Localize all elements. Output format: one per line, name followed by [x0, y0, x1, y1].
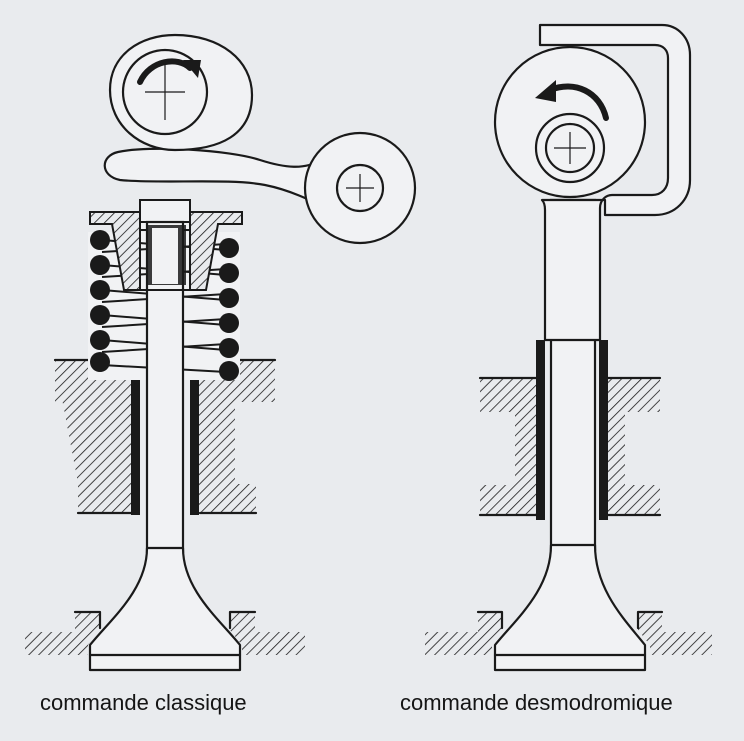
left-valve-guide: [131, 360, 199, 515]
right-cylinder-head: [478, 376, 662, 517]
clockwise-arrow-icon: [137, 58, 201, 85]
classic-valve-assembly: [25, 33, 417, 672]
left-camshaft: [108, 33, 254, 152]
left-valve-head: [88, 546, 242, 672]
right-valve-seat: [425, 610, 712, 655]
desmodromic-stirrup: [538, 23, 692, 342]
right-valve-guide: [536, 340, 608, 520]
left-valve-stem: [139, 199, 191, 554]
counterclockwise-arrow-icon: [535, 80, 609, 121]
right-camshaft: [493, 45, 647, 199]
right-valve-head: [493, 543, 647, 672]
desmodromic-actuation-caption: commande desmodromique: [400, 690, 673, 715]
classic-actuation-caption: commande classique: [40, 690, 247, 715]
rocker-arm: [103, 131, 417, 245]
desmodromic-valve-assembly: [425, 23, 712, 672]
left-valve-seat: [25, 610, 305, 655]
